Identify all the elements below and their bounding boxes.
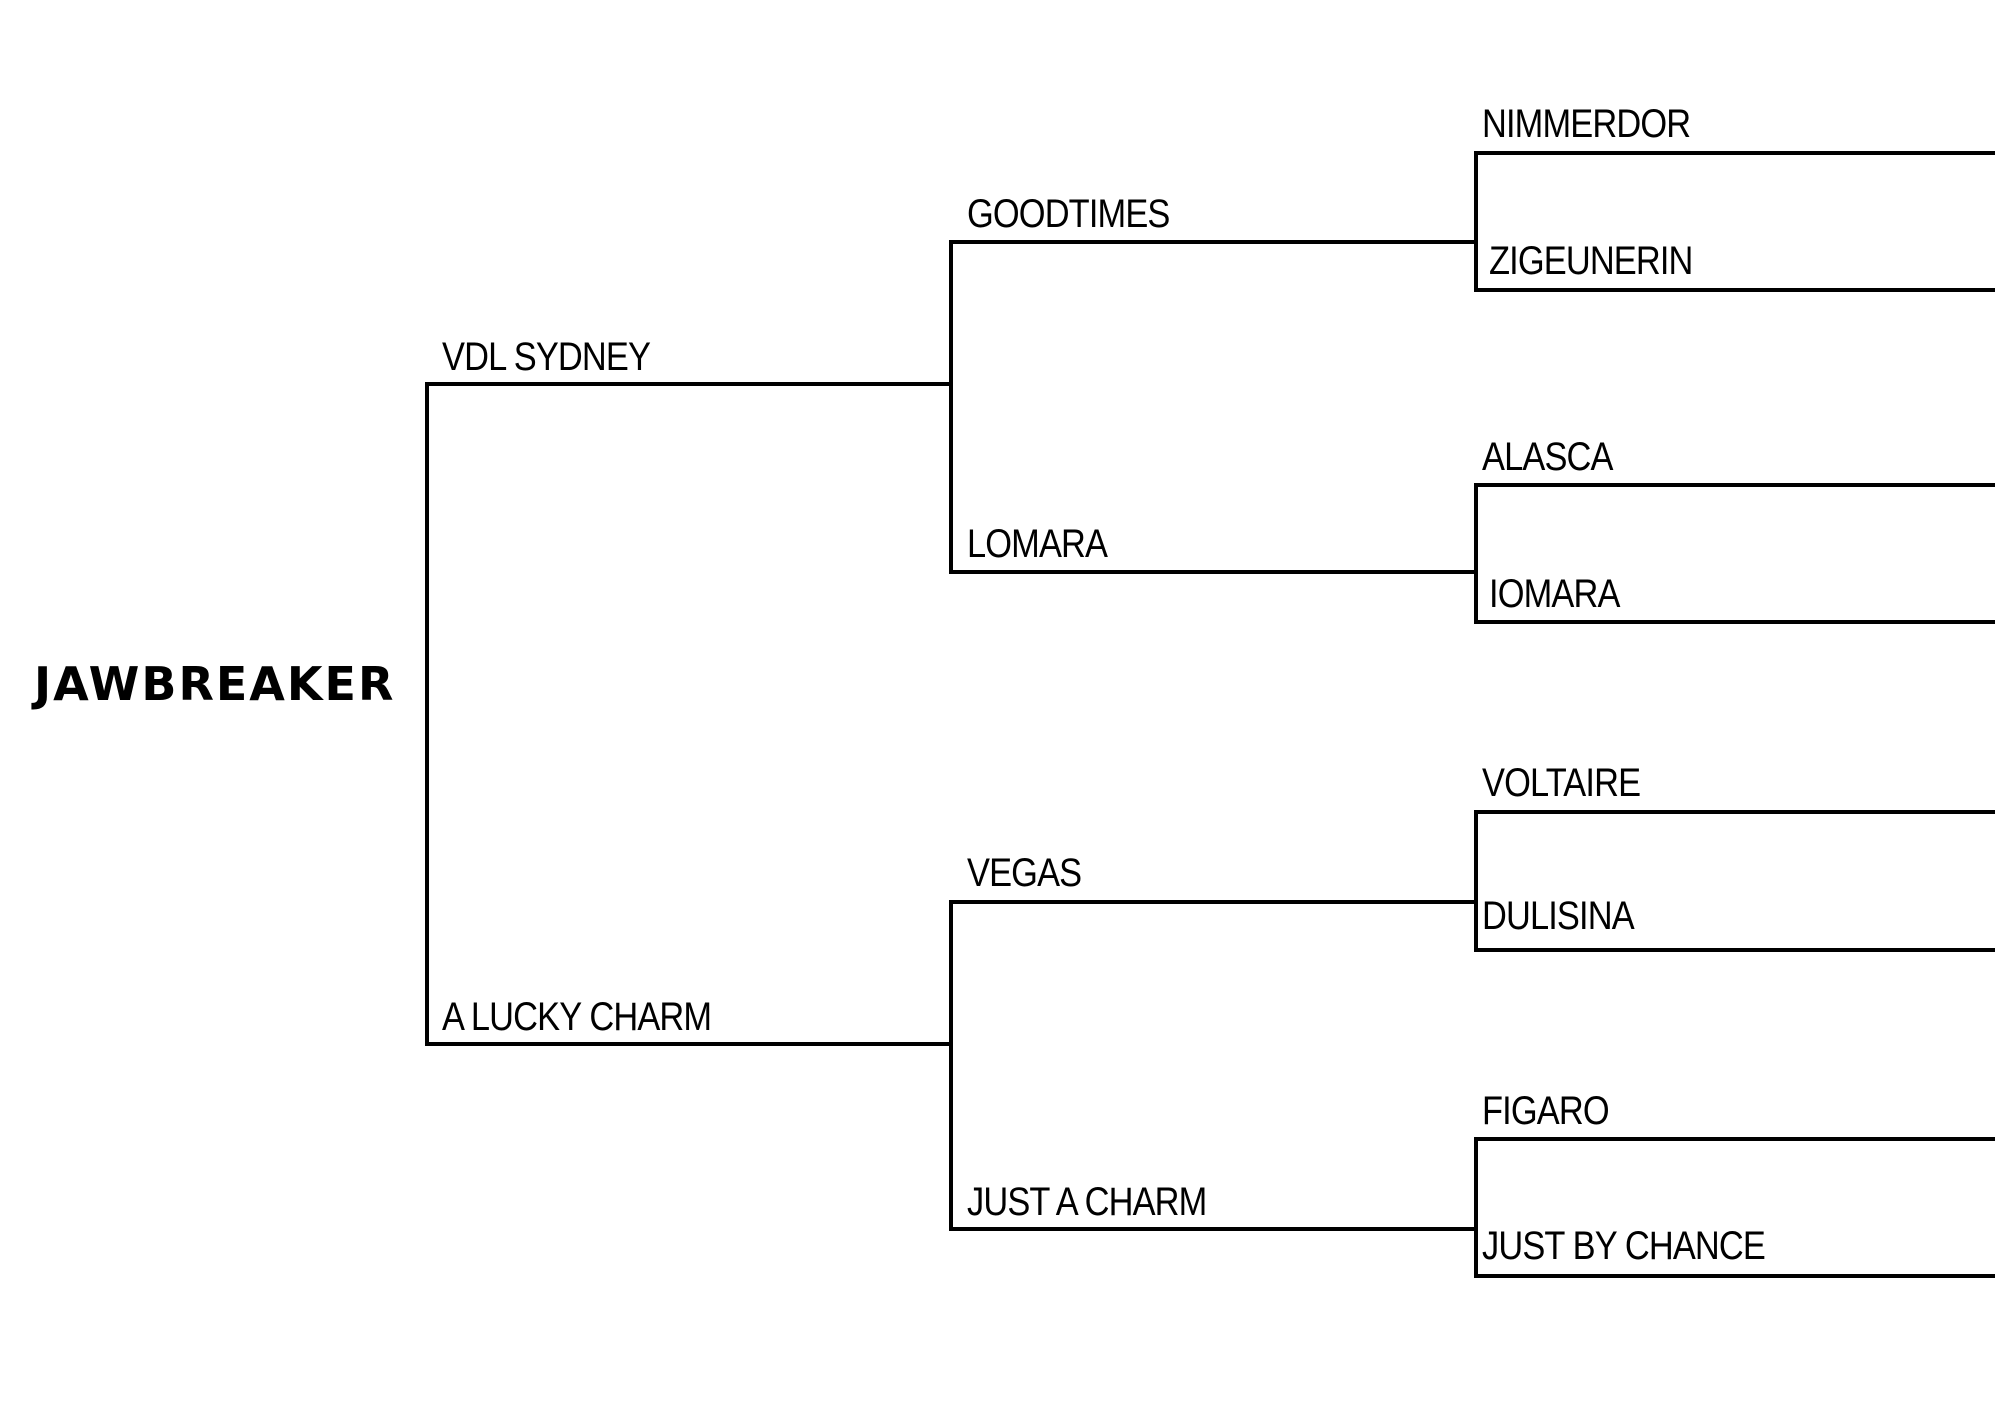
- sire-sire-name: GOODTIMES: [967, 192, 1170, 236]
- dam-sire-dam-name: DULISINA: [1482, 894, 1635, 938]
- sire-name: VDL SYDNEY: [442, 335, 651, 379]
- sire-dam-name: LOMARA: [967, 522, 1108, 566]
- sire-dam-dam-name: IOMARA: [1489, 572, 1620, 616]
- subject-name: JAWBREAKER: [34, 657, 396, 711]
- sire-dam-sire-name: ALASCA: [1482, 435, 1613, 479]
- dam-name: A LUCKY CHARM: [442, 995, 712, 1039]
- sire-sire-dam-name: ZIGEUNERIN: [1489, 239, 1693, 283]
- dam-sire-sire-name: VOLTAIRE: [1482, 761, 1641, 805]
- dam-dam-name: JUST A CHARM: [967, 1180, 1207, 1224]
- dam-dam-sire-name: FIGARO: [1482, 1089, 1610, 1133]
- dam-dam-dam-name: JUST BY CHANCE: [1482, 1224, 1766, 1268]
- sire-sire-sire-name: NIMMERDOR: [1482, 102, 1691, 146]
- dam-sire-name: VEGAS: [967, 851, 1082, 895]
